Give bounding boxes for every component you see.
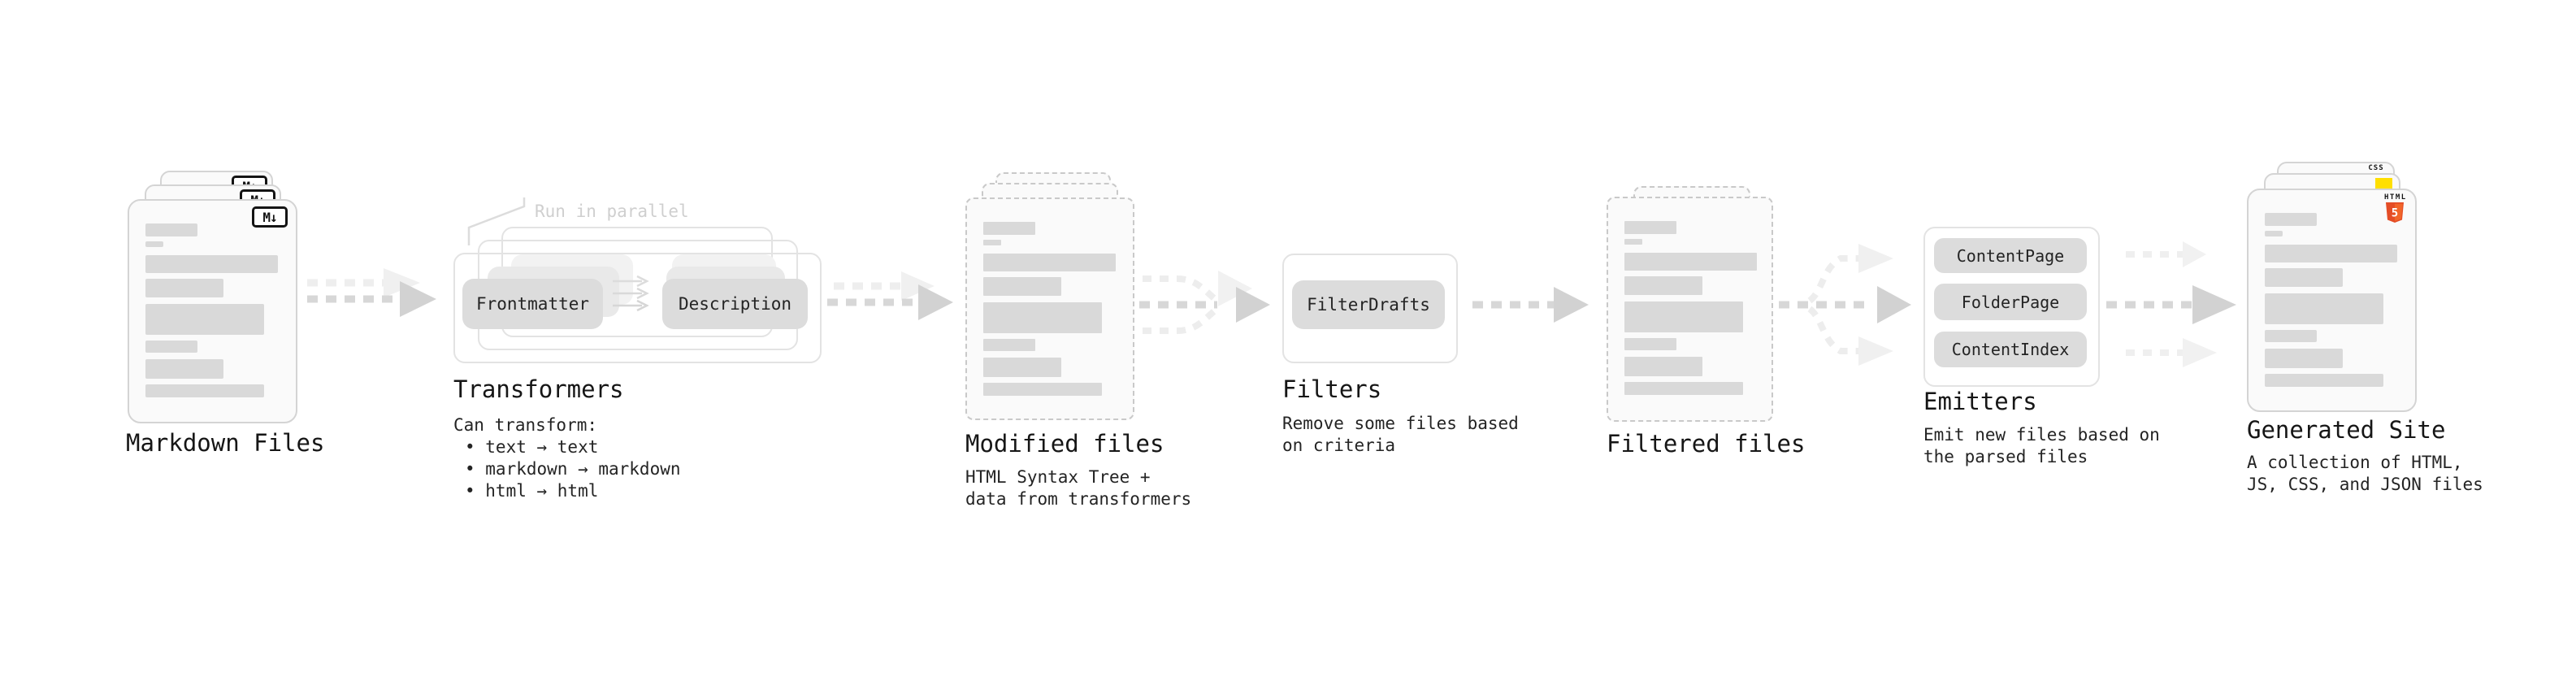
transform-step-arrows	[613, 275, 649, 312]
svg-text:5: 5	[2392, 207, 2398, 220]
generated-desc-line: A collection of HTML,	[2247, 453, 2463, 472]
modified-files-title: Modified files	[965, 430, 1164, 458]
emitters-desc-line: Emit new files based on	[1923, 425, 2160, 445]
filtered-file-card	[1607, 197, 1773, 422]
generated-site-title: Generated Site	[2247, 416, 2446, 444]
description-node: Description	[662, 279, 808, 329]
filterdrafts-node: FilterDrafts	[1292, 280, 1445, 329]
folderpage-node: FolderPage	[1934, 284, 2087, 320]
flow-arrow-markdown-to-transformers	[307, 268, 436, 317]
modified-desc-line: HTML Syntax Tree +	[965, 467, 1151, 487]
contentpage-node: ContentPage	[1934, 238, 2087, 273]
css-label: CSS	[2368, 164, 2384, 172]
html5-word: HTML	[2384, 193, 2407, 202]
html5-icon: HTML 5	[2384, 193, 2405, 223]
modified-desc-line: data from transformers	[965, 489, 1192, 509]
flow-arrow-modified-to-filters	[1139, 271, 1270, 334]
markdown-file-card: M↓	[128, 199, 297, 423]
parallel-note-callout-line	[467, 197, 526, 245]
filters-description: Remove some files based on criteria	[1282, 413, 1519, 457]
markdown-files-title: Markdown Files	[126, 429, 325, 457]
js-file-icon	[2375, 178, 2392, 189]
modified-files-description: HTML Syntax Tree + data from transformer…	[965, 466, 1191, 510]
flow-arrow-emitters-to-generated	[2106, 241, 2236, 367]
emitters-title: Emitters	[1923, 388, 2037, 415]
flow-arrow-transformers-to-modified	[827, 271, 953, 320]
transformer-layer-frame	[453, 253, 822, 363]
emitters-frame	[1923, 227, 2100, 387]
filters-desc-line: Remove some files based	[1282, 414, 1519, 433]
transformers-title: Transformers	[453, 375, 624, 403]
modified-file-card	[965, 197, 1134, 420]
transformers-bullet: • markdown → markdown	[465, 459, 681, 479]
generated-site-card: HTML 5	[2247, 189, 2417, 412]
filters-desc-line: on criteria	[1282, 436, 1396, 455]
html5-shield: 5	[2386, 202, 2404, 223]
generated-site-description: A collection of HTML, JS, CSS, and JSON …	[2247, 452, 2483, 496]
generated-desc-line: JS, CSS, and JSON files	[2247, 475, 2483, 494]
emitters-description: Emit new files based on the parsed files	[1923, 424, 2160, 468]
frontmatter-node: Frontmatter	[462, 279, 603, 329]
parallel-note: Run in parallel	[535, 202, 689, 221]
transformers-desc-heading: Can transform:	[453, 415, 598, 435]
filters-title: Filters	[1282, 375, 1382, 403]
emitters-desc-line: the parsed files	[1923, 447, 2088, 466]
transformers-bullet: • text → text	[465, 437, 599, 457]
filtered-files-title: Filtered files	[1607, 430, 1806, 458]
flow-arrow-filtered-to-emitters	[1779, 244, 1911, 366]
transformers-bullet: • html → html	[465, 481, 599, 501]
contentindex-node: ContentIndex	[1934, 332, 2087, 367]
markdown-icon: M↓	[252, 206, 288, 228]
transformers-description: Can transform: • text → text • markdown …	[453, 414, 681, 502]
filters-frame	[1282, 254, 1458, 363]
flow-arrow-filters-to-filtered	[1472, 287, 1589, 323]
